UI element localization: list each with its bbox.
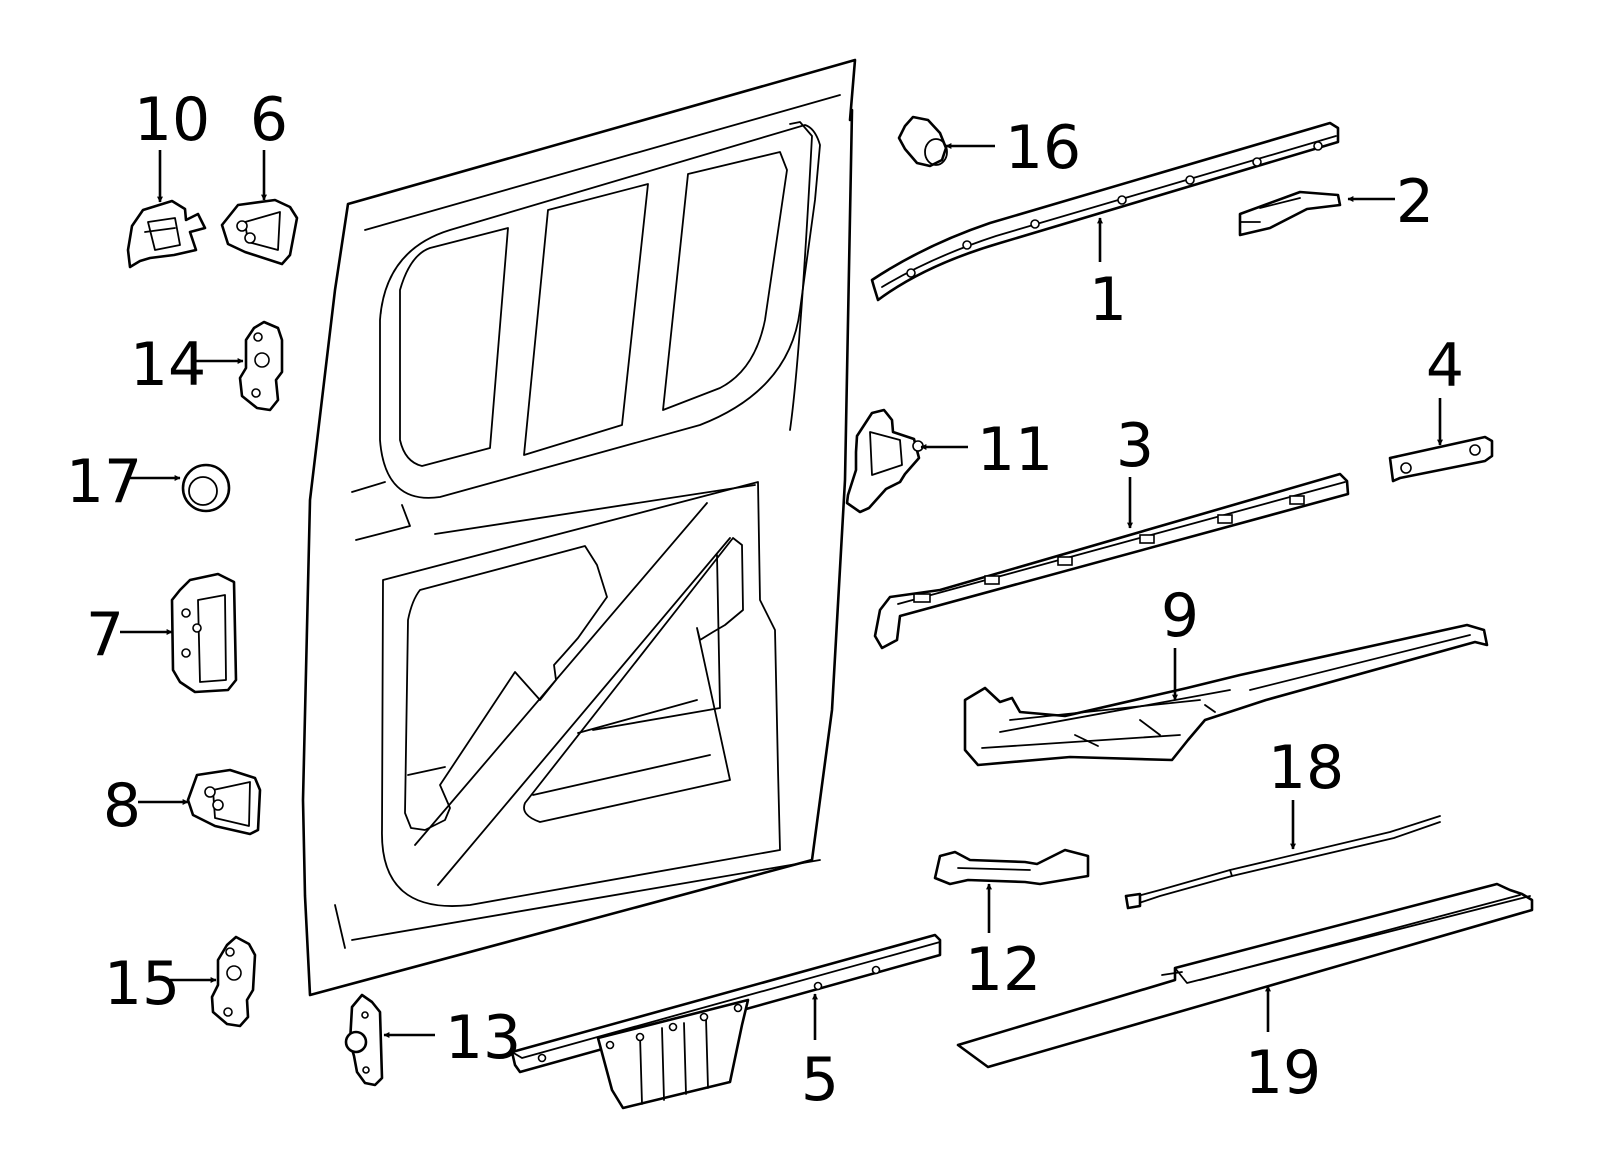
grommet-part-17 [181, 463, 231, 513]
callout-10: 10 [134, 85, 210, 155]
callout-2: 2 [1396, 167, 1434, 237]
sliding-door-panel [301, 58, 857, 997]
callout-13: 13 [445, 1003, 521, 1073]
callout-labels: 1 2 3 4 5 6 7 8 9 10 11 12 13 14 15 16 1… [66, 85, 1464, 1115]
callout-12: 12 [965, 935, 1041, 1005]
callout-7: 7 [86, 600, 124, 670]
callout-15: 15 [104, 949, 180, 1019]
bumper-part-6 [220, 198, 299, 266]
handle-part-12 [933, 848, 1090, 886]
callout-6: 6 [250, 85, 288, 155]
roller-part-13 [344, 993, 384, 1087]
plate-part-4 [1388, 435, 1494, 483]
upper-track-part-1 [870, 121, 1340, 302]
callout-17: 17 [66, 447, 142, 517]
leader-lines [120, 143, 1443, 1040]
callout-8: 8 [103, 771, 141, 841]
bumper-part-8 [186, 768, 262, 836]
callout-3: 3 [1116, 411, 1154, 481]
hinge-part-10 [126, 199, 207, 269]
callout-1: 1 [1089, 265, 1127, 335]
striker-plate-part-7 [170, 572, 238, 694]
center-track-part-3 [873, 472, 1350, 650]
stop-part-16 [897, 115, 948, 168]
callout-14: 14 [130, 330, 206, 400]
callout-16: 16 [1005, 113, 1081, 183]
callout-11: 11 [977, 415, 1053, 485]
lower-track-part-5 [510, 933, 942, 1110]
cable-part-18 [1124, 815, 1441, 910]
callout-5: 5 [801, 1045, 839, 1115]
callout-9: 9 [1161, 581, 1199, 651]
callout-4: 4 [1426, 331, 1464, 401]
hinge-plate-part-15 [210, 935, 257, 1028]
hinge-plate-part-14 [238, 320, 284, 412]
door-arm-part-9 [963, 623, 1489, 767]
latch-part-11 [845, 408, 924, 514]
callout-18: 18 [1268, 733, 1344, 803]
callout-19: 19 [1245, 1038, 1321, 1108]
bracket-part-2 [1238, 190, 1342, 237]
sill-trim-part-19 [956, 882, 1534, 1069]
